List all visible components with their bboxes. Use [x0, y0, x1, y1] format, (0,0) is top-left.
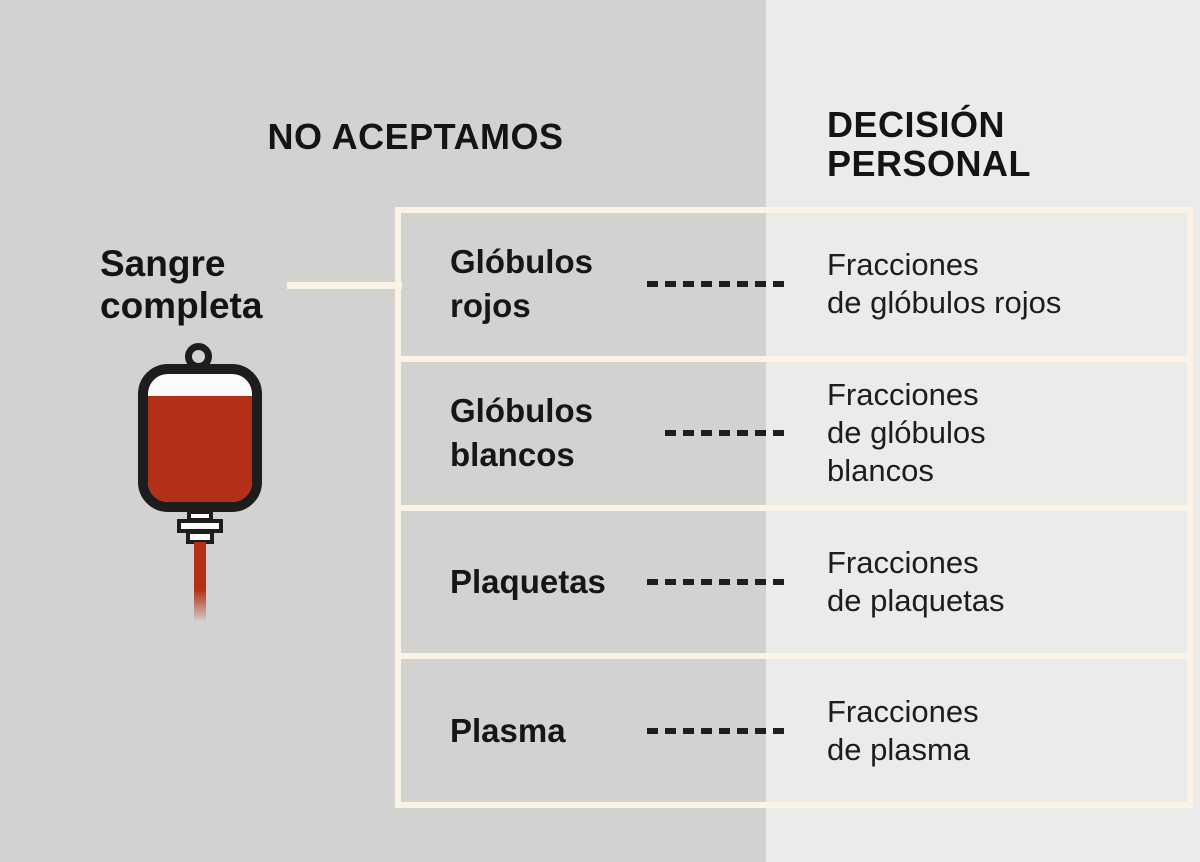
fraction-line: Fracciones: [827, 693, 979, 729]
label-line: Glóbulos: [450, 392, 593, 430]
connector-line: [287, 282, 402, 289]
label-line: Plaquetas: [450, 562, 606, 600]
column-header-no-aceptamos: NO ACEPTAMOS: [267, 116, 564, 157]
table-row-plaquetas: Plaquetas Fracciones de plaquetas: [401, 511, 1187, 660]
right-background-band: [766, 0, 1200, 862]
bag-blood-fill: [148, 396, 252, 502]
label-line: Glóbulos: [450, 243, 593, 281]
component-label: Glóbulos rojos: [450, 240, 593, 328]
fraction-line: de glóbulos rojos: [827, 285, 1062, 321]
column-header-decision-personal: DECISIÓN PERSONAL: [827, 105, 1031, 183]
component-label: Glóbulos blancos: [450, 389, 593, 477]
table-row-globulos-blancos: Glóbulos blancos Fracciones de glóbulos …: [401, 362, 1187, 511]
header-line: DECISIÓN: [827, 104, 1006, 145]
bag-body: [138, 364, 262, 512]
dashed-connector: [665, 430, 784, 437]
blood-bag-icon: [138, 343, 262, 628]
component-label: Plaquetas: [450, 560, 606, 604]
fraction-line: Fracciones: [827, 247, 979, 283]
label-line: blancos: [450, 436, 575, 474]
fraction-line: Fracciones: [827, 544, 979, 580]
label-line: rojos: [450, 287, 531, 325]
component-label: Plasma: [450, 709, 566, 753]
dashed-connector: [647, 727, 784, 734]
label-line: completa: [100, 285, 263, 326]
table-row-globulos-rojos: Glóbulos rojos Fracciones de glóbulos ro…: [401, 213, 1187, 362]
table-row-plasma: Plasma Fracciones de plasma: [401, 659, 1187, 802]
fraction-label: Fracciones de glóbulos rojos: [827, 246, 1061, 322]
fraction-label: Fracciones de plaquetas: [827, 544, 1005, 620]
fraction-label: Fracciones de glóbulos blancos: [827, 376, 986, 490]
fraction-line: blancos: [827, 453, 934, 489]
left-background-band: [0, 0, 766, 862]
fraction-label: Fracciones de plasma: [827, 693, 979, 769]
fraction-line: de plasma: [827, 731, 971, 767]
dashed-connector: [647, 578, 784, 585]
header-line: PERSONAL: [827, 143, 1032, 184]
bag-tube: [194, 542, 206, 622]
label-line: Plasma: [450, 711, 566, 749]
fraction-line: de glóbulos: [827, 415, 986, 451]
components-table: Glóbulos rojos Fracciones de glóbulos ro…: [395, 207, 1193, 808]
fraction-line: de plaquetas: [827, 582, 1005, 618]
whole-blood-label: Sangre completa: [100, 243, 262, 327]
label-line: Sangre: [100, 243, 226, 284]
dashed-connector: [647, 281, 784, 288]
fraction-line: Fracciones: [827, 377, 979, 413]
